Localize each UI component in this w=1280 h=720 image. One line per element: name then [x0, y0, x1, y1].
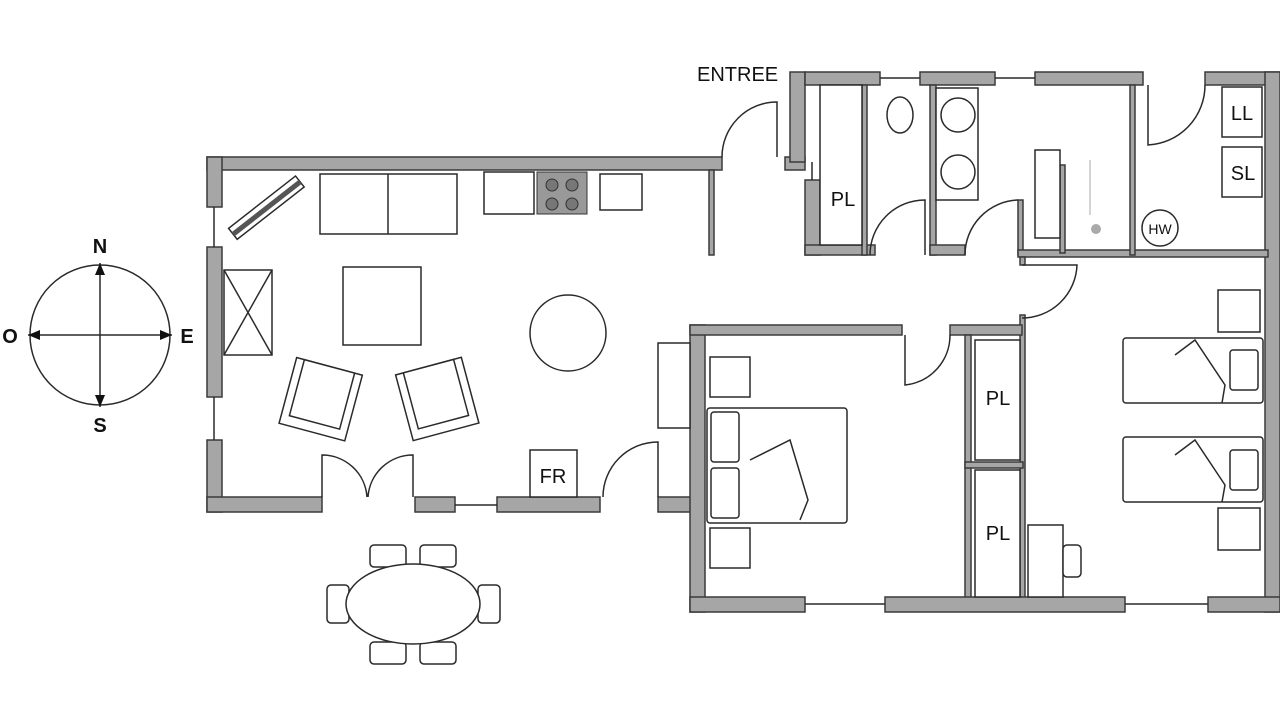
- compass-west: O: [2, 326, 18, 348]
- closet-label: PL: [986, 523, 1010, 545]
- closet-label: PL: [831, 189, 855, 211]
- compass-east: E: [180, 326, 193, 348]
- bathroom-fixtures: PL LL SL HW: [819, 84, 1263, 247]
- walls: [206, 71, 1280, 613]
- entrance-label: ENTREE: [697, 64, 778, 86]
- bedroom-furniture: PL PL: [706, 289, 1264, 598]
- water-heater-label: HW: [1148, 221, 1172, 237]
- fridge-label: FR: [540, 466, 567, 488]
- sink-label: SL: [1231, 163, 1255, 185]
- patio-table: [326, 544, 501, 665]
- compass-north: N: [93, 236, 107, 258]
- living-furniture: FR: [223, 171, 691, 498]
- windows: [213, 77, 1208, 605]
- closet-label: PL: [986, 388, 1010, 410]
- doors: [321, 84, 1206, 498]
- compass: N S E O: [2, 236, 193, 437]
- laundry-label: LL: [1231, 103, 1253, 125]
- compass-south: S: [93, 415, 106, 437]
